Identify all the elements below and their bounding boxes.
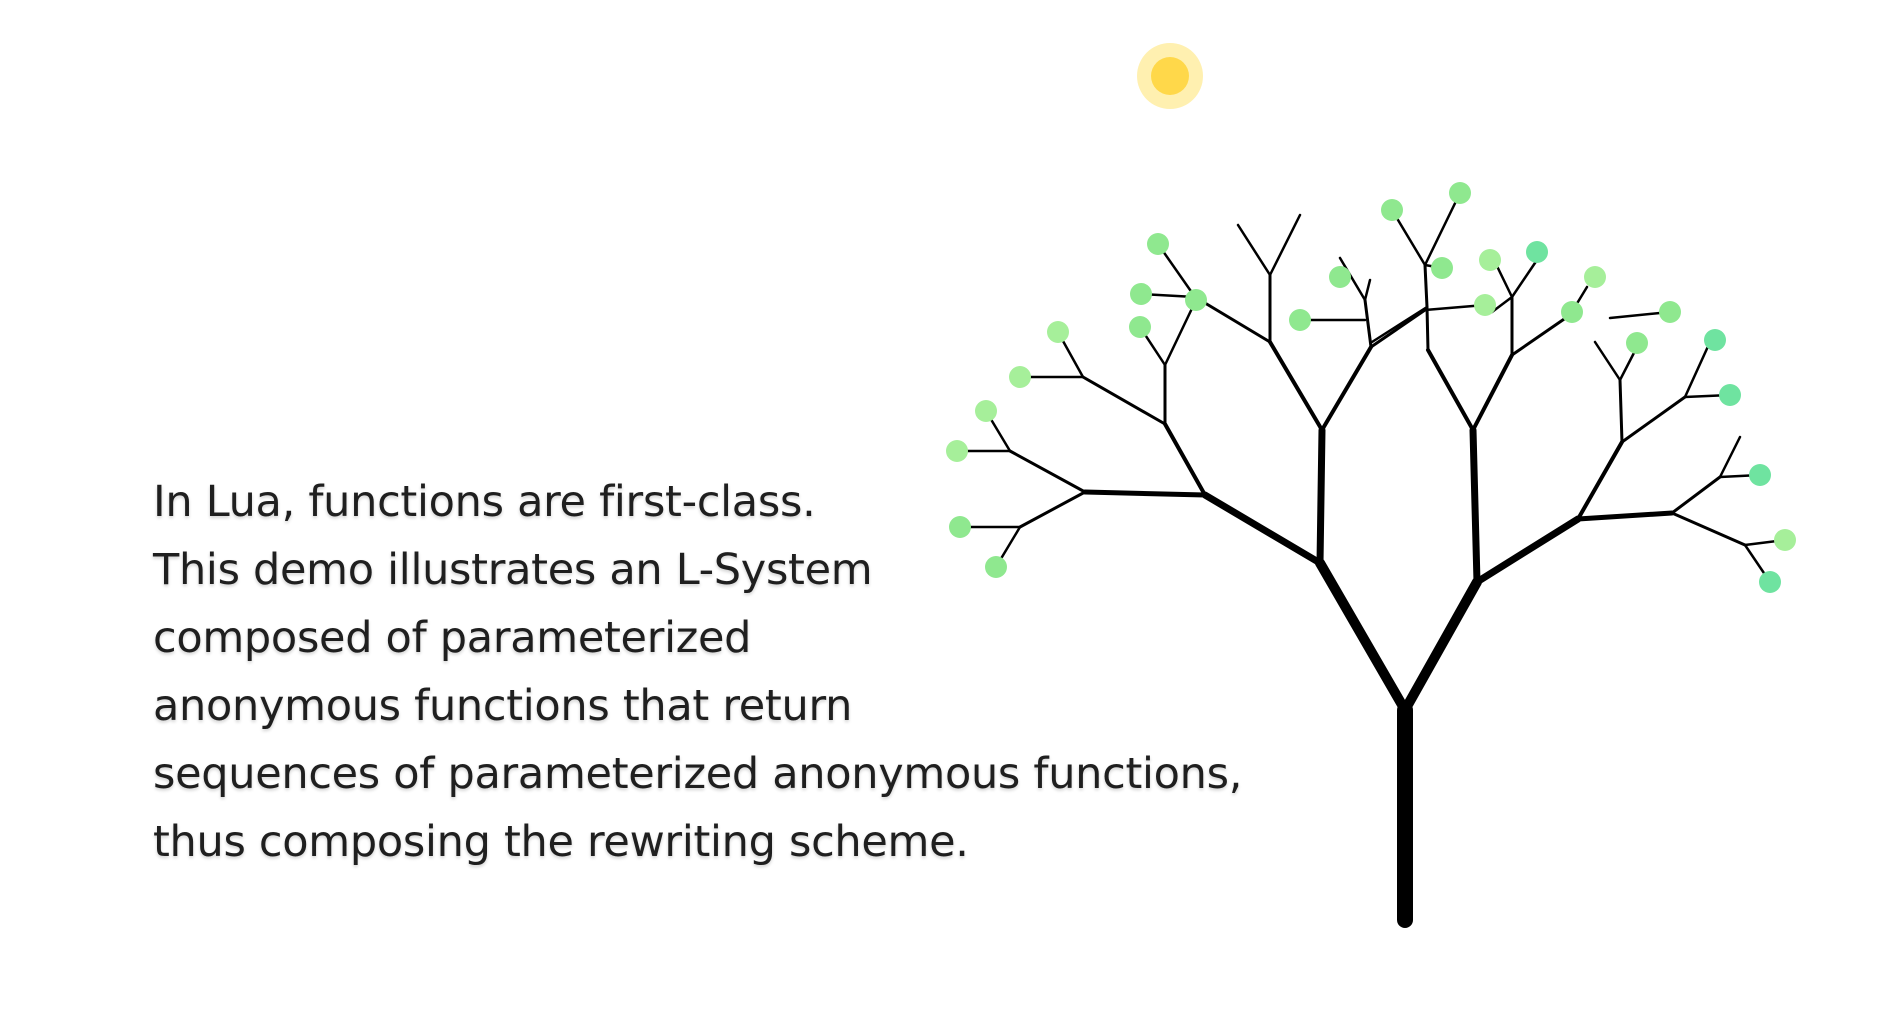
leaf: [1474, 294, 1496, 316]
leaf: [1431, 257, 1453, 279]
tree-branch: [1363, 298, 1373, 349]
leaf: [1659, 301, 1681, 323]
tree-branch: [1423, 263, 1429, 309]
leaf: [1479, 249, 1501, 271]
leaf: [1329, 266, 1351, 288]
leaf: [1129, 316, 1151, 338]
tree-branch: [1593, 340, 1622, 382]
leaf: [1561, 301, 1583, 323]
tree-branch: [1510, 258, 1539, 299]
description-line: This demo illustrates an L-System: [153, 545, 873, 595]
tree-branch: [1471, 353, 1514, 432]
leaf: [946, 440, 968, 462]
leaf: [1381, 199, 1403, 221]
tree-branch: [1426, 348, 1475, 432]
tree-branch: [1201, 491, 1324, 567]
tree-branch: [1081, 375, 1167, 426]
tree-branch: [1268, 213, 1302, 277]
tree-branch: [1575, 510, 1675, 522]
tree-branch: [1473, 515, 1582, 586]
tree-branch: [1320, 345, 1373, 432]
leaf: [985, 556, 1007, 578]
leaf: [1526, 241, 1548, 263]
tree-branch: [1315, 558, 1410, 715]
tree-branch: [1618, 378, 1624, 444]
description-line: composed of parameterized: [153, 613, 752, 663]
leaf: [1774, 529, 1796, 551]
tree-branch: [1423, 191, 1462, 267]
leaf: [1147, 233, 1169, 255]
tree-branch: [1620, 395, 1687, 444]
description-line: thus composing the rewriting scheme.: [153, 817, 969, 867]
tree-branch: [1316, 426, 1326, 567]
tree-branch: [1268, 340, 1324, 432]
demo-description: In Lua, functions are first-class. This …: [153, 468, 1242, 876]
tree-branch: [1338, 256, 1367, 302]
tree-leaves: [946, 182, 1796, 593]
leaf: [1009, 366, 1031, 388]
description-line: anonymous functions that return: [153, 681, 853, 731]
tree-branch: [1490, 295, 1514, 314]
leaf: [1289, 309, 1311, 331]
leaf: [1047, 321, 1069, 343]
tree-branch: [1363, 278, 1372, 302]
leaf: [1704, 329, 1726, 351]
leaf: [1759, 571, 1781, 593]
leaf: [949, 516, 971, 538]
tree-branch: [1008, 449, 1087, 494]
tree-branch: [1236, 223, 1272, 277]
tree-branch: [1425, 305, 1430, 352]
l-system-tree: [955, 191, 1787, 928]
leaf: [1626, 332, 1648, 354]
leaf: [1185, 289, 1207, 311]
leaf: [1749, 464, 1771, 486]
tree-branch: [1370, 305, 1429, 344]
tree-branch: [1163, 298, 1198, 367]
tree-branch: [1369, 308, 1427, 349]
tree-branch: [1670, 511, 1747, 547]
tree-branch: [1683, 340, 1712, 399]
description-line: sequences of parameterized anonymous fun…: [153, 749, 1243, 799]
tree-branch: [1193, 295, 1272, 344]
tree-branch: [1576, 440, 1624, 521]
sun-icon: [1137, 43, 1203, 109]
leaf: [975, 400, 997, 422]
tree-branch: [1670, 475, 1722, 515]
leaf: [1449, 182, 1471, 204]
leaf: [1130, 283, 1152, 305]
tree-branch: [1510, 313, 1572, 357]
tree-branch: [1469, 426, 1481, 586]
tree-branch: [1493, 260, 1514, 299]
tree-branch: [1018, 490, 1087, 529]
leaf: [1584, 266, 1606, 288]
tree-branch: [1163, 422, 1207, 497]
tree-branch: [1718, 435, 1742, 479]
description-line: In Lua, functions are first-class.: [153, 477, 816, 527]
tree-branch: [1400, 577, 1482, 715]
leaf: [1719, 384, 1741, 406]
tree-branch: [1082, 489, 1208, 498]
